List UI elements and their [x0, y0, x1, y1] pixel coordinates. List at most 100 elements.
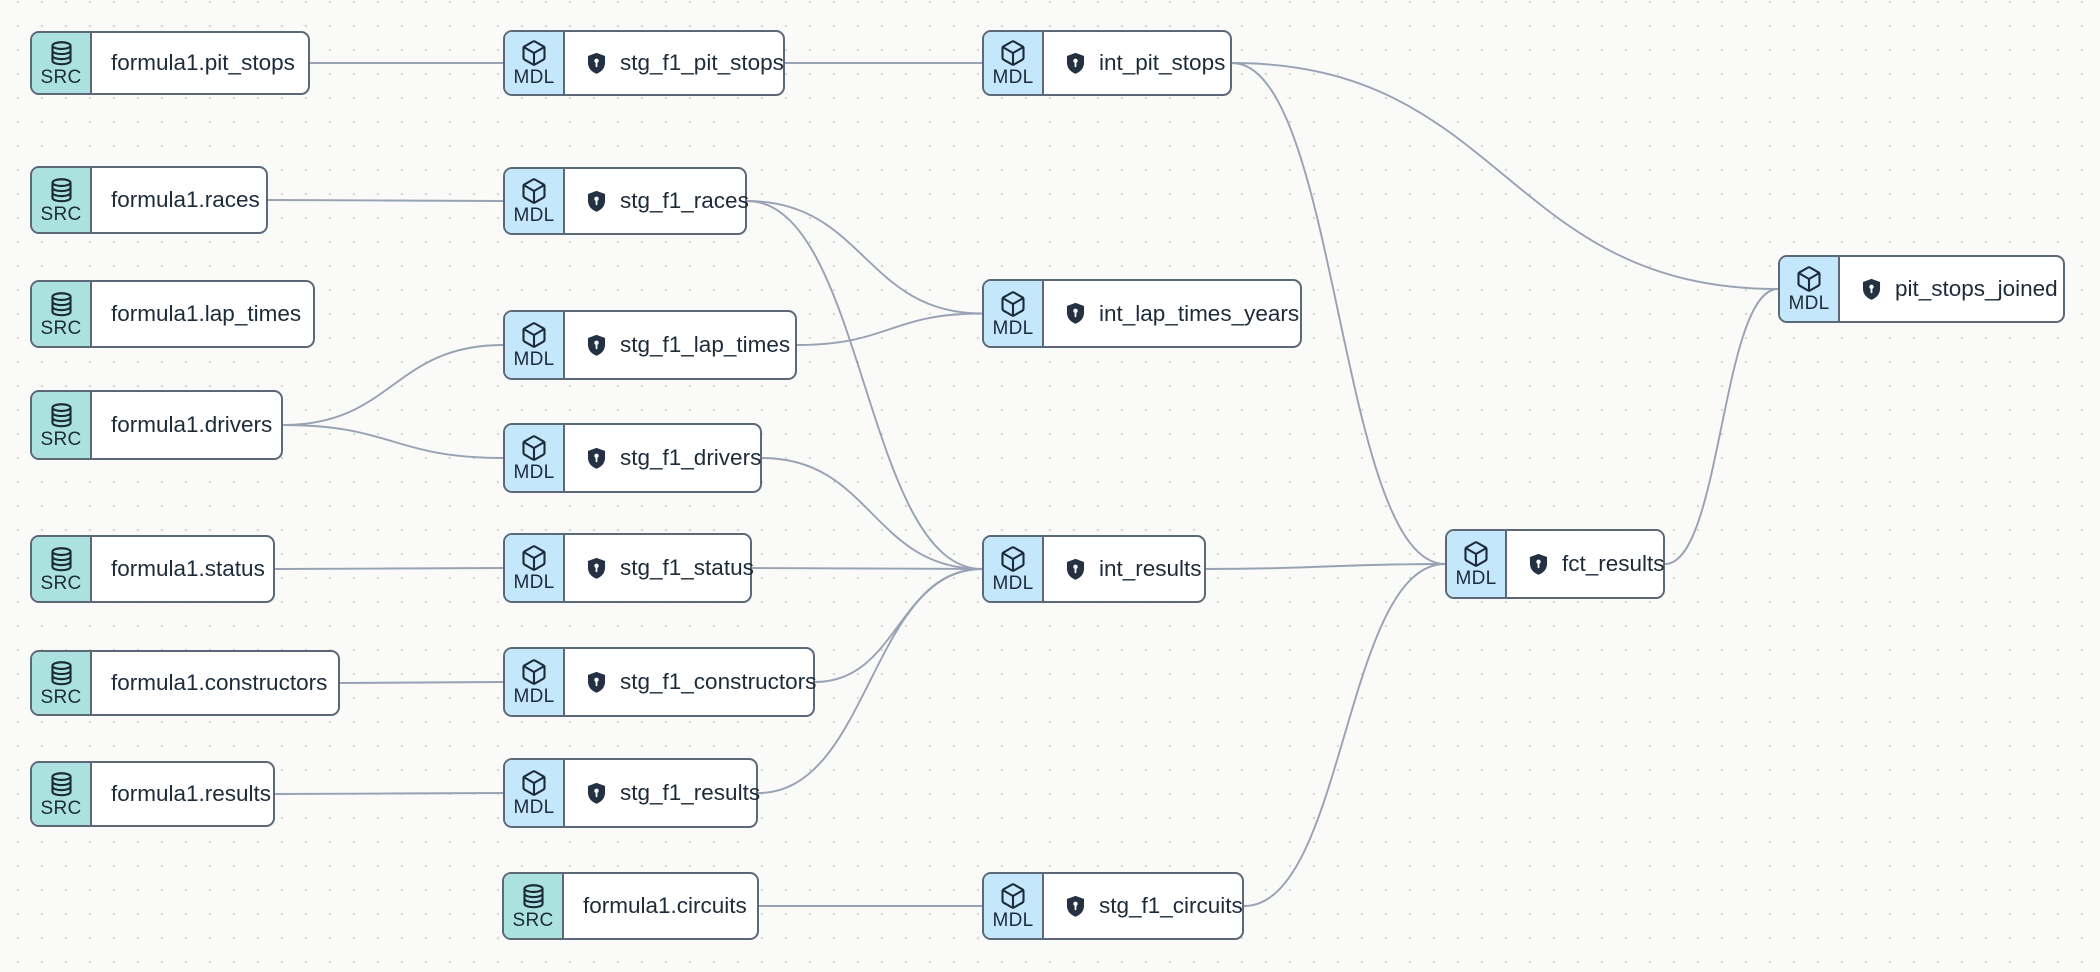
node-body: stg_f1_status	[565, 535, 774, 601]
node-body: stg_f1_circuits	[1044, 874, 1263, 938]
badge-label: MDL	[1455, 568, 1497, 589]
lineage-node-formula1.lap_times[interactable]: SRC formula1.lap_times	[30, 280, 315, 348]
node-body: formula1.drivers	[92, 392, 292, 458]
node-label: formula1.races	[111, 187, 260, 212]
lineage-node-formula1.pit_stops[interactable]: SRC formula1.pit_stops	[30, 31, 310, 95]
shield-lock-icon	[1066, 558, 1085, 580]
model-badge: MDL	[505, 760, 565, 826]
node-body: formula1.circuits	[564, 874, 767, 938]
edge-int-results-to-fct-results	[1205, 563, 1446, 570]
cube-icon	[1797, 266, 1821, 292]
badge-label: MDL	[992, 67, 1034, 88]
model-badge: MDL	[1780, 257, 1840, 321]
lineage-node-stg_f1_races[interactable]: MDL stg_f1_races	[503, 167, 749, 235]
lineage-node-stg_f1_constructors[interactable]: MDL stg_f1_constructors	[503, 647, 816, 717]
node-label: formula1.pit_stops	[111, 50, 295, 75]
badge-label: SRC	[40, 203, 82, 225]
node-label: fct_results	[1562, 551, 1665, 576]
shield-lock-icon	[1066, 302, 1085, 324]
edge-src-races-to-stg-races	[267, 199, 504, 202]
badge-label: MDL	[513, 686, 555, 707]
lineage-node-stg_f1_drivers[interactable]: MDL stg_f1_drivers	[503, 423, 762, 493]
database-icon	[50, 40, 72, 65]
lineage-node-int_lap_times_years[interactable]: MDL int_lap_times_years	[982, 279, 1302, 348]
lineage-node-formula1.status[interactable]: SRC formula1.status	[30, 535, 275, 603]
lineage-node-formula1.constructors[interactable]: SRC formula1.constructors	[30, 650, 340, 716]
cube-icon	[1001, 40, 1025, 66]
shield-lock-icon	[587, 334, 606, 356]
model-badge: MDL	[984, 32, 1044, 94]
edge-src-results-to-stg-results	[274, 792, 504, 795]
lineage-node-stg_f1_status[interactable]: MDL stg_f1_status	[503, 533, 754, 603]
node-label: stg_f1_results	[620, 780, 761, 805]
node-body: pit_stops_joined	[1840, 257, 2078, 321]
lineage-node-stg_f1_lap_times[interactable]: MDL stg_f1_lap_times	[503, 310, 797, 380]
node-label: stg_f1_circuits	[1099, 893, 1243, 918]
badge-label: SRC	[40, 428, 82, 450]
edge-int-pit-stops-to-pit-stops-joined	[1231, 62, 1779, 290]
node-body: formula1.results	[92, 763, 291, 825]
node-body: fct_results	[1507, 531, 1685, 597]
node-body: formula1.races	[92, 168, 280, 232]
lineage-node-fct_results[interactable]: MDL fct_results	[1445, 529, 1665, 599]
lineage-node-int_pit_stops[interactable]: MDL int_pit_stops	[982, 30, 1232, 96]
cube-icon	[1001, 290, 1025, 317]
badge-label: MDL	[992, 910, 1034, 931]
node-label: formula1.constructors	[111, 670, 328, 695]
badge-label: SRC	[40, 317, 82, 339]
shield-lock-icon	[1066, 895, 1085, 917]
node-body: stg_f1_lap_times	[565, 312, 810, 378]
edge-stg-drivers-to-int-results	[761, 457, 983, 570]
edge-src-drivers-to-stg-drivers	[282, 424, 504, 459]
edge-src-status-to-stg-status	[274, 567, 504, 570]
node-label: int_lap_times_years	[1099, 300, 1300, 326]
edge-stg-races-to-int-results	[746, 200, 983, 570]
lineage-node-stg_f1_circuits[interactable]: MDL stg_f1_circuits	[982, 872, 1244, 940]
model-badge: MDL	[505, 649, 565, 715]
source-badge: SRC	[32, 282, 92, 346]
source-badge: SRC	[504, 874, 564, 938]
source-badge: SRC	[32, 537, 92, 601]
node-label: pit_stops_joined	[1895, 276, 2058, 301]
edge-stg-circuits-to-fct-results	[1243, 563, 1446, 907]
node-body: formula1.pit_stops	[92, 33, 315, 93]
source-badge: SRC	[32, 392, 92, 458]
lineage-node-stg_f1_results[interactable]: MDL stg_f1_results	[503, 758, 760, 828]
badge-label: SRC	[40, 686, 82, 708]
shield-lock-icon	[1066, 52, 1085, 74]
edge-stg-status-to-int-results	[751, 567, 983, 570]
cube-icon	[1001, 546, 1025, 572]
model-badge: MDL	[505, 535, 565, 601]
source-badge: SRC	[32, 33, 92, 93]
edge-stg-races-to-int-lap-times-years	[746, 200, 983, 315]
lineage-node-stg_f1_pit_stops[interactable]: MDL stg_f1_pit_stops	[503, 30, 785, 96]
lineage-node-int_results[interactable]: MDL int_results	[982, 535, 1206, 603]
node-label: formula1.status	[111, 556, 265, 581]
database-icon	[522, 883, 544, 908]
database-icon	[50, 771, 72, 796]
lineage-node-formula1.races[interactable]: SRC formula1.races	[30, 166, 268, 234]
badge-label: MDL	[1788, 293, 1830, 314]
shield-lock-icon	[587, 52, 606, 74]
cube-icon	[522, 659, 546, 685]
lineage-node-pit_stops_joined[interactable]: MDL pit_stops_joined	[1778, 255, 2065, 323]
model-badge: MDL	[505, 169, 565, 233]
edge-stg-lap-times-to-int-lap-times-years	[796, 312, 983, 346]
node-body: formula1.constructors	[92, 652, 347, 714]
database-icon	[50, 291, 72, 316]
node-label: stg_f1_drivers	[620, 445, 762, 470]
badge-label: SRC	[40, 572, 82, 594]
cube-icon	[522, 322, 546, 348]
node-label: formula1.lap_times	[111, 301, 302, 326]
node-body: int_lap_times_years	[1044, 281, 1319, 346]
badge-label: MDL	[513, 797, 555, 818]
badge-label: SRC	[512, 909, 554, 931]
node-body: stg_f1_results	[565, 760, 780, 826]
cube-icon	[522, 770, 546, 796]
database-icon	[50, 660, 72, 685]
node-body: formula1.lap_times	[92, 282, 321, 346]
